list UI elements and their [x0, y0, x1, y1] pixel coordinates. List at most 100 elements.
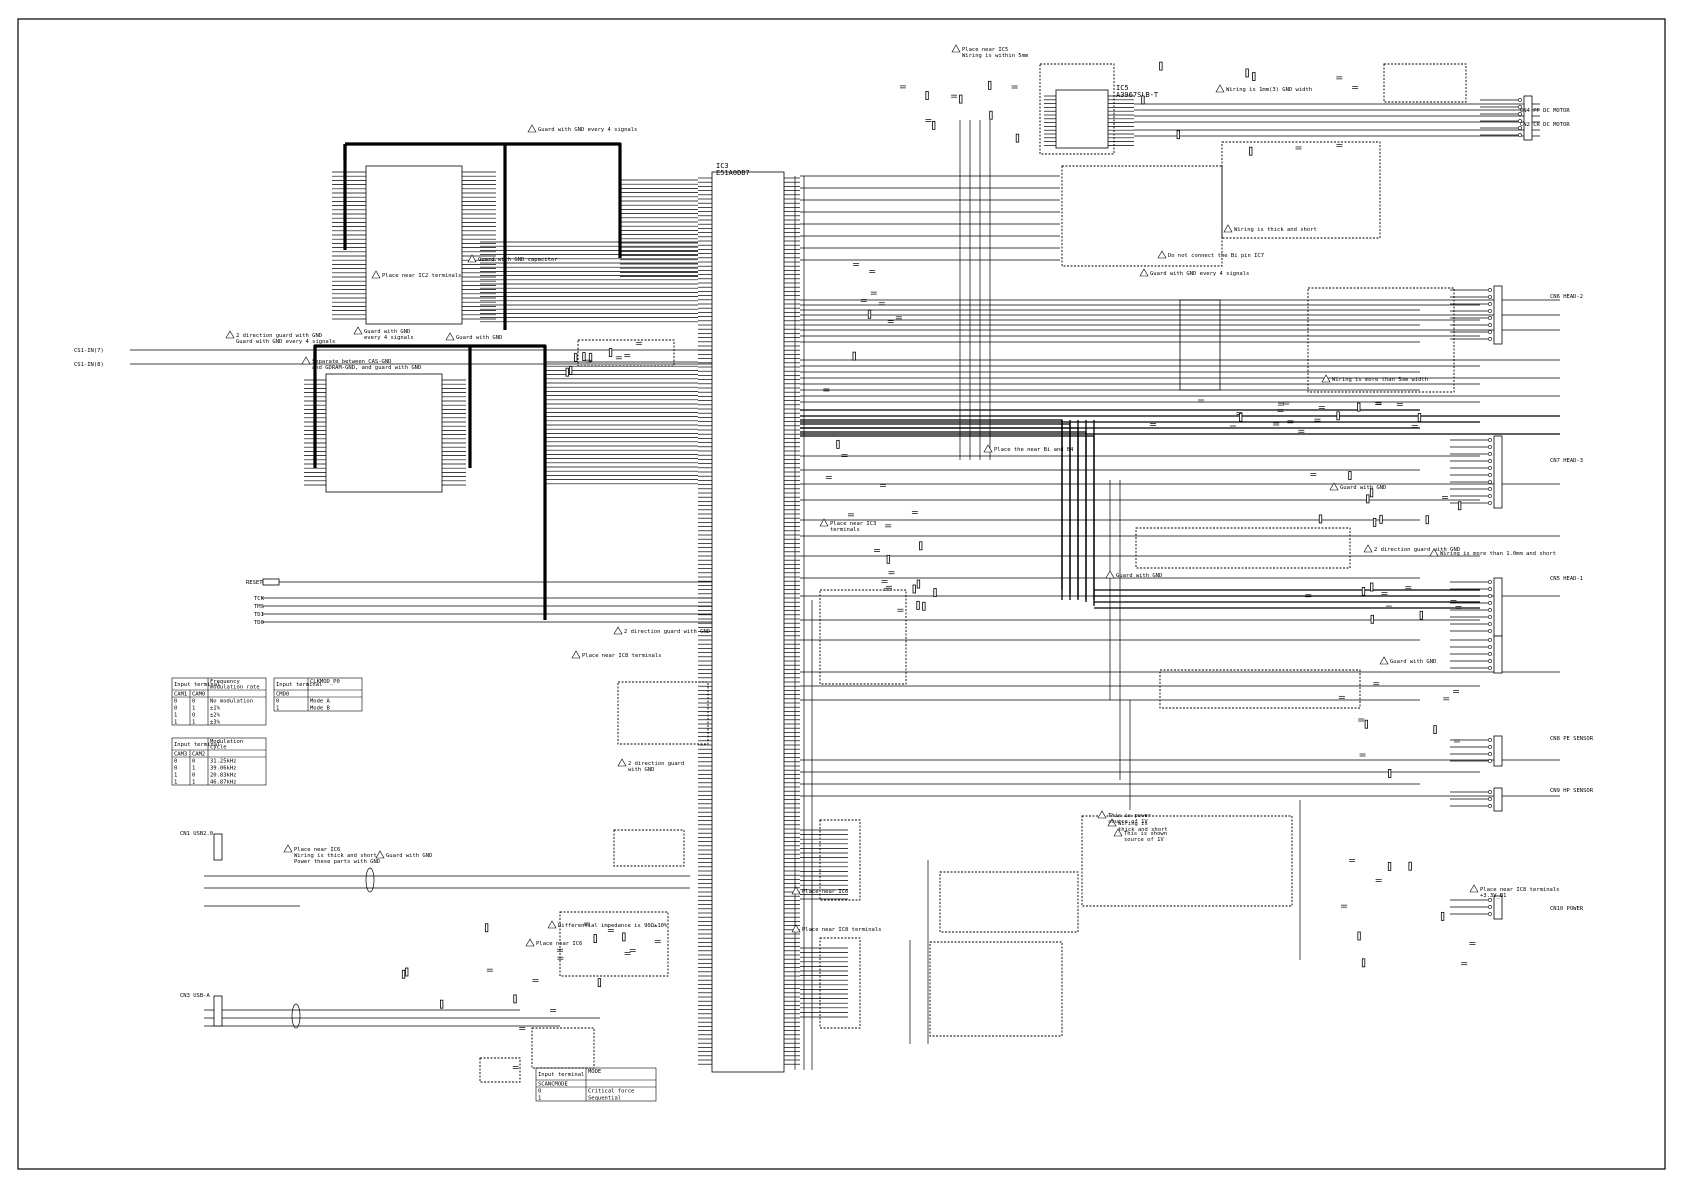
signal-wires	[480, 103, 1560, 1018]
svg-text:Mode B: Mode B	[310, 706, 331, 712]
connector-strips	[1450, 95, 1533, 920]
design-note: 2 direction guard with GND	[1374, 547, 1460, 553]
asic-ic3: IC3 E51A0DB7	[698, 162, 800, 1073]
svg-text:1: 1	[192, 706, 195, 712]
cn4-label: CN4 PF DC MOTOR	[1520, 108, 1570, 114]
ic3-part: E51A0DB7	[716, 169, 750, 177]
svg-text:Input terminal: Input terminal	[276, 682, 322, 688]
svg-text:1: 1	[174, 773, 177, 779]
vertical-trunks	[794, 120, 1301, 1070]
svg-text:0: 0	[538, 1089, 541, 1095]
memory-bus	[313, 142, 622, 620]
tdi-label: TDI	[254, 612, 264, 618]
cn3-label: CN3 USB-A	[180, 993, 210, 999]
cn10-label: CN10 POWER	[1550, 906, 1584, 912]
design-note: Guard with GND capacitor	[478, 257, 558, 263]
svg-text:SCANCMODE: SCANCMODE	[538, 1082, 568, 1088]
cs2-label: CS1-IN(8)	[74, 362, 104, 368]
cn5-label: CN5 HEAD-1	[1550, 576, 1583, 582]
motor-output-block	[1061, 63, 1467, 267]
svg-text:0: 0	[174, 766, 177, 772]
svg-text:31.25kHz: 31.25kHz	[210, 759, 237, 765]
svg-text:0: 0	[174, 706, 177, 712]
support-groups	[531, 339, 907, 1069]
svg-text:Input terminal: Input terminal	[174, 682, 220, 688]
sdram-ic	[332, 165, 496, 325]
design-note: Place near IC8 terminals	[582, 653, 661, 659]
design-note: Wiring is more than 1.0mm and short	[1440, 551, 1556, 557]
motor-driver-ic5: IC5 A3967SLB-T	[1039, 63, 1159, 155]
sheet-border	[17, 18, 1666, 1170]
design-note: Guard with GND every 4 signals	[1150, 271, 1249, 277]
svg-text:39.06kHz: 39.06kHz	[210, 766, 237, 772]
svg-text:CAM3: CAM3	[174, 752, 187, 758]
jtag-lines	[130, 349, 712, 623]
svg-text:±3%: ±3%	[210, 720, 221, 726]
design-note: Place the near Bi and B4	[994, 447, 1074, 453]
flash-ic	[304, 373, 466, 493]
svg-text:1: 1	[192, 766, 195, 772]
design-note: Differential impedance is 90Ω±10%	[558, 923, 668, 929]
svg-text:1: 1	[174, 780, 177, 786]
cn1-label: CN1 USB2.0	[180, 831, 213, 837]
svg-text:20.83kHz: 20.83kHz	[210, 773, 237, 779]
passive-components	[401, 61, 1476, 1069]
svg-text:CAM1: CAM1	[174, 692, 187, 698]
ic5-part: A3967SLB-T	[1116, 91, 1159, 99]
svg-text:0: 0	[276, 699, 279, 705]
cn8-label: CN8 PE SENSOR	[1550, 736, 1594, 742]
svg-text:0: 0	[192, 759, 195, 765]
svg-text:Mode A: Mode A	[310, 699, 331, 705]
svg-text:CMD0: CMD0	[276, 692, 289, 698]
cn7-label: CN7 HEAD-3	[1550, 458, 1583, 464]
svg-text:±2%: ±2%	[210, 713, 221, 719]
design-note: Place near IC2 terminals	[382, 273, 461, 279]
svg-text:0: 0	[192, 713, 195, 719]
design-note: Guard with GND	[1116, 573, 1162, 579]
connector-titles: CN1 USB2.0 CN3 USB-A CN6 HEAD-2 CN7 HEAD…	[180, 108, 1594, 999]
svg-text:0: 0	[174, 759, 177, 765]
svg-text:±1%: ±1%	[210, 706, 221, 712]
svg-text:0: 0	[192, 773, 195, 779]
svg-text:0: 0	[192, 699, 195, 705]
svg-text:1: 1	[538, 1096, 541, 1102]
svg-text:Input terminal: Input terminal	[174, 742, 220, 748]
design-note: Guard with GND every 4 signals	[538, 127, 637, 133]
tms-label: TMS	[254, 604, 264, 610]
ic5-ref: IC5	[1116, 84, 1129, 92]
design-note: Wiring is thick and short	[1234, 227, 1317, 233]
design-note: Wiring is more than 5mm width	[1332, 377, 1428, 383]
svg-text:CAM0: CAM0	[192, 692, 205, 698]
svg-text:MODE: MODE	[588, 1069, 601, 1075]
svg-text:46.87kHz: 46.87kHz	[210, 780, 237, 786]
svg-text:1: 1	[192, 780, 195, 786]
svg-text:1: 1	[276, 706, 279, 712]
head-driver-area	[929, 287, 1455, 1037]
cn9-label: CN9 HP SENSOR	[1550, 788, 1594, 794]
design-note: 2 direction guard with GND	[624, 629, 710, 635]
svg-text:1: 1	[174, 720, 177, 726]
svg-text:1: 1	[192, 720, 195, 726]
design-note: Place near IC6	[802, 889, 848, 895]
svg-text:CAM2: CAM2	[192, 752, 205, 758]
svg-text:1: 1	[174, 713, 177, 719]
design-note: Guard with GND	[386, 853, 432, 859]
design-note: Guard with GND	[456, 335, 502, 341]
svg-text:Critical force: Critical force	[588, 1089, 634, 1095]
design-note: Place near IC8 terminals+3.3V_B1	[1480, 887, 1559, 899]
reset-label: RESET	[246, 580, 263, 586]
